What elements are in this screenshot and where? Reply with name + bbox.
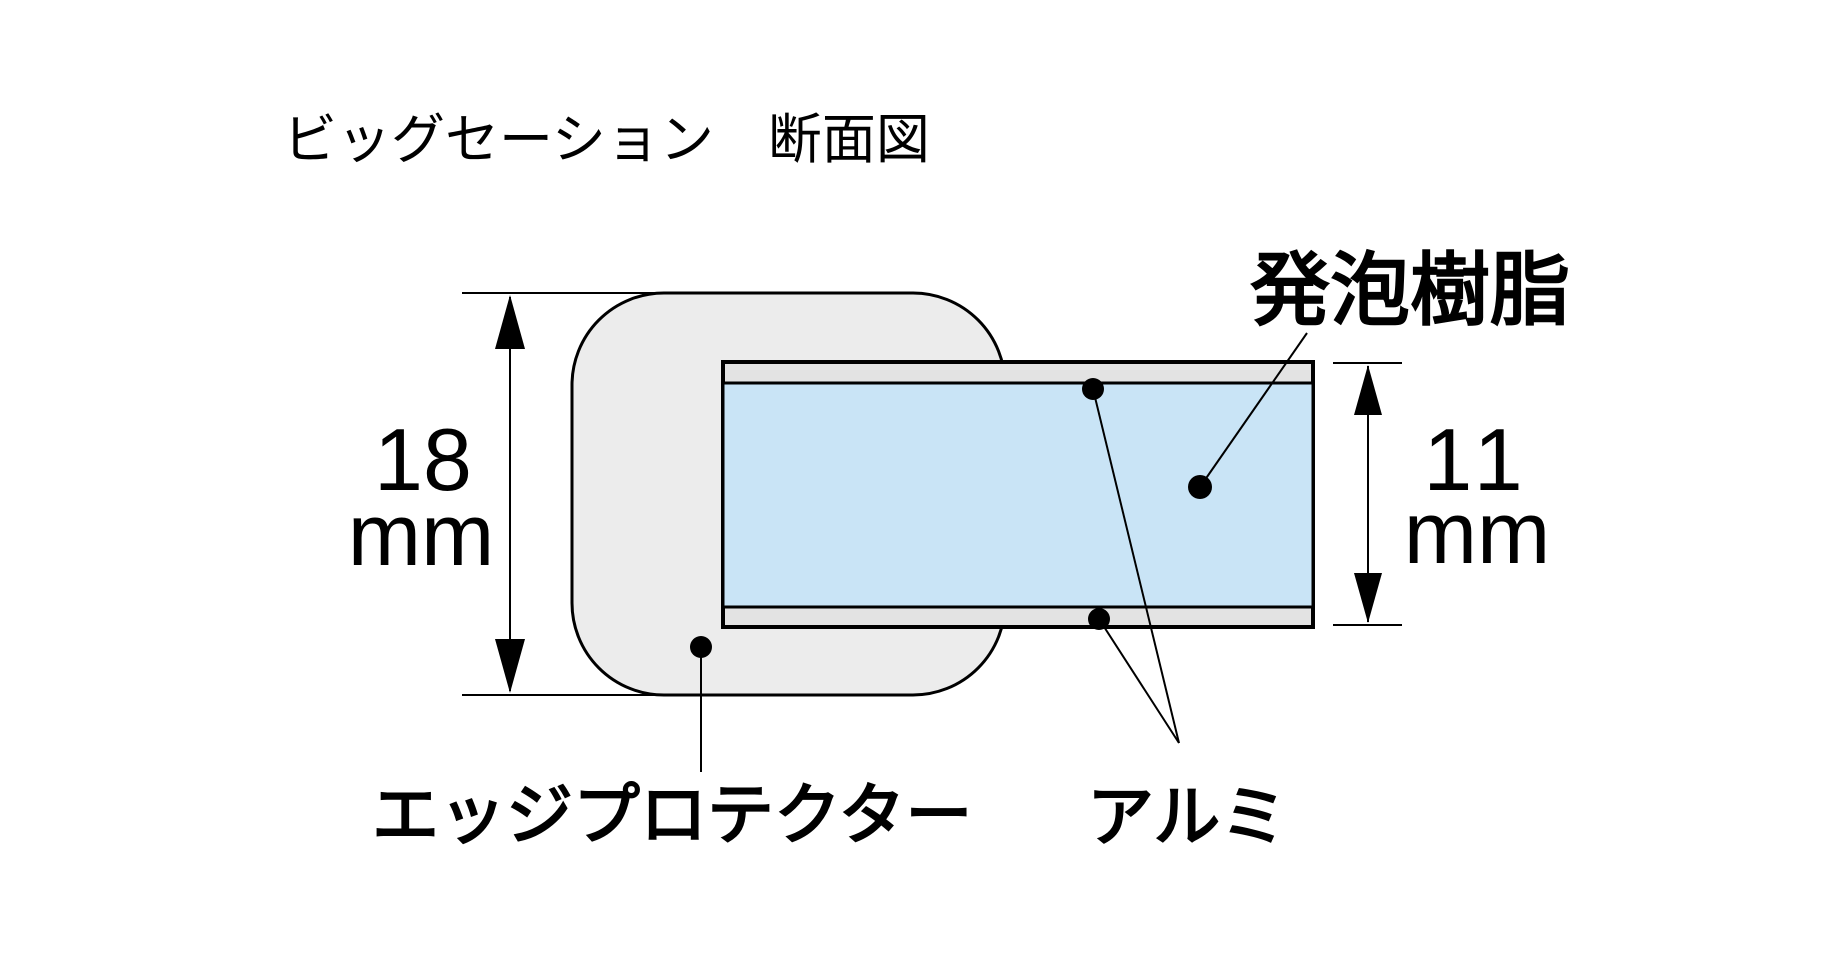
dim-18-arrow-up-icon: [495, 295, 525, 349]
dim-11-arrow-up-icon: [1354, 365, 1382, 415]
dim-11-value: 11: [1423, 410, 1530, 509]
dim-18-arrow-down-icon: [495, 639, 525, 693]
dim-11-arrow-down-icon: [1354, 573, 1382, 623]
foam-core: [721, 381, 1315, 609]
dim-18-unit: mm: [348, 485, 495, 584]
aluminum-leader-dot-top: [1082, 378, 1104, 400]
edge-protector-leader-dot: [690, 636, 712, 658]
page-title: ビッグセーション 断面図: [283, 110, 930, 170]
aluminum-label: アルミ: [1087, 780, 1287, 855]
foam-leader-line: [1199, 332, 1308, 488]
aluminum-leader-dot-bottom: [1088, 608, 1110, 630]
foam-leader-dot: [1188, 475, 1212, 499]
aluminum-leader-line-top: [1092, 388, 1180, 744]
dim-18-value: 18: [374, 410, 472, 509]
dim-11-unit: mm: [1404, 483, 1551, 582]
foam-label: 発泡樹脂: [1250, 246, 1570, 335]
aluminum-leader-line-bottom: [1098, 618, 1180, 744]
edge-protector-label: エッジプロテクター: [372, 778, 972, 853]
